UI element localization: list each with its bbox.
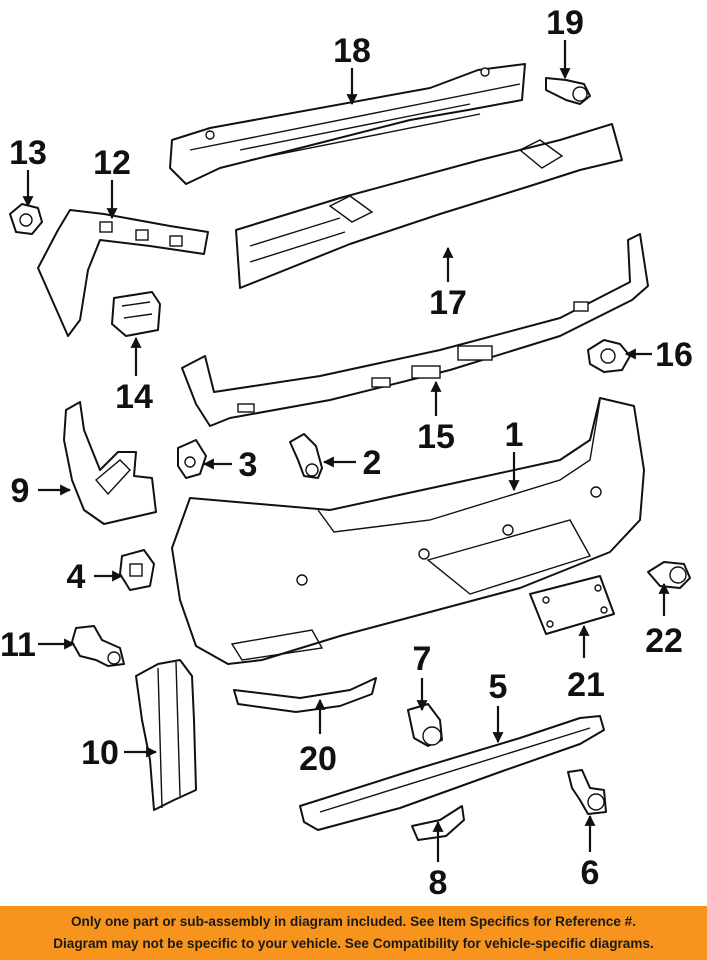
part-14-clip	[111, 291, 161, 337]
callout-10: 10	[81, 734, 119, 772]
part-9-mud-flap	[63, 401, 157, 525]
part-17-energy-absorber	[235, 123, 623, 289]
part-7-sensor	[407, 703, 443, 747]
callout-16: 16	[655, 336, 693, 374]
part-16-nut	[587, 339, 631, 373]
callout-13: 13	[9, 134, 47, 172]
callout-22: 22	[645, 622, 683, 660]
part-1-bumper-cover	[171, 397, 645, 665]
part-3-clip	[177, 439, 207, 479]
disclaimer-line-2: Diagram may not be specific to your vehi…	[53, 936, 654, 951]
part-20-reflector-strip	[233, 677, 377, 713]
callout-7: 7	[413, 640, 432, 678]
callout-2: 2	[363, 444, 382, 482]
callout-15: 15	[417, 418, 455, 456]
callout-18: 18	[333, 32, 371, 70]
part-15-support-rail	[181, 233, 649, 427]
callout-4: 4	[67, 558, 86, 596]
callout-14: 14	[115, 378, 153, 416]
part-6-screw	[567, 769, 607, 815]
callout-numbers: 18 19 13 12 17 14 16 15 3 2 1 9 4 11 22 …	[0, 4, 693, 902]
callout-19: 19	[546, 4, 584, 42]
callout-21: 21	[567, 666, 605, 704]
callout-17: 17	[429, 284, 467, 322]
disclaimer-line-1: Only one part or sub-assembly in diagram…	[70, 914, 637, 929]
rear-bumper-exploded-diagram: 18 19 13 12 17 14 16 15 3 2 1 9 4 11 22 …	[0, 4, 693, 902]
part-11-bolt	[71, 625, 125, 667]
part-4-retainer	[119, 549, 155, 591]
part-21-plate-bracket	[529, 575, 615, 635]
callout-3: 3	[239, 446, 258, 484]
callout-1: 1	[505, 416, 524, 454]
part-12-side-bracket	[37, 209, 209, 337]
disclaimer-banner: Only one part or sub-assembly in diagram…	[0, 906, 707, 960]
part-13-nut	[9, 203, 43, 235]
callout-11: 11	[0, 626, 36, 664]
callout-6: 6	[581, 854, 600, 892]
part-22-parking-sensor	[647, 561, 691, 589]
callout-8: 8	[429, 864, 448, 902]
callout-20: 20	[299, 740, 337, 778]
part-18-reinforcement-bar	[169, 63, 526, 185]
part-2-bolt	[289, 433, 323, 479]
leader-lines	[22, 40, 670, 862]
part-10-bracket	[135, 659, 197, 811]
callout-5: 5	[489, 668, 508, 706]
part-19-bolt	[545, 77, 591, 105]
callout-9: 9	[11, 472, 30, 510]
callout-12: 12	[93, 144, 131, 182]
